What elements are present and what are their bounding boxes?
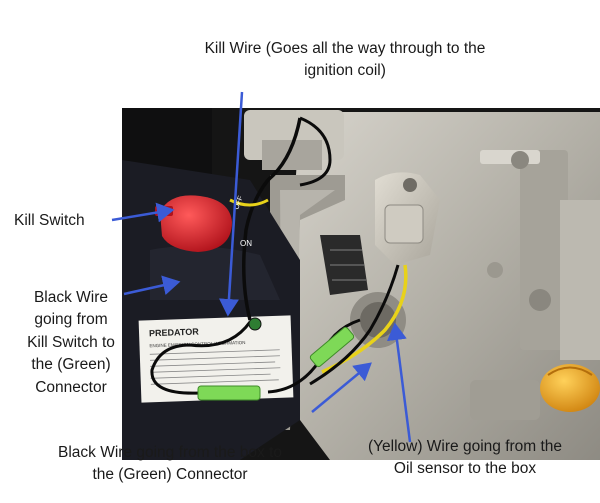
sticker-brand: PREDATOR — [149, 327, 199, 339]
black-wire-box-label: Black Wire going from the box to the (Gr… — [58, 444, 282, 484]
switch-on-label: ON — [240, 239, 252, 248]
kill-switch-knob — [160, 195, 232, 252]
kill-wire-label: Kill Wire (Goes all the way through to t… — [204, 40, 486, 80]
kill-switch-label: Kill Switch — [14, 212, 85, 229]
yellow-wire-label: (Yellow) Wire going from the Oil sensor … — [367, 438, 563, 478]
sticker-line: ENGINE EMISSION CONTROL INFORMATION — [149, 340, 245, 348]
black-wire-kill-switch-label: Black Wire going from Kill Switch to the… — [27, 289, 115, 396]
